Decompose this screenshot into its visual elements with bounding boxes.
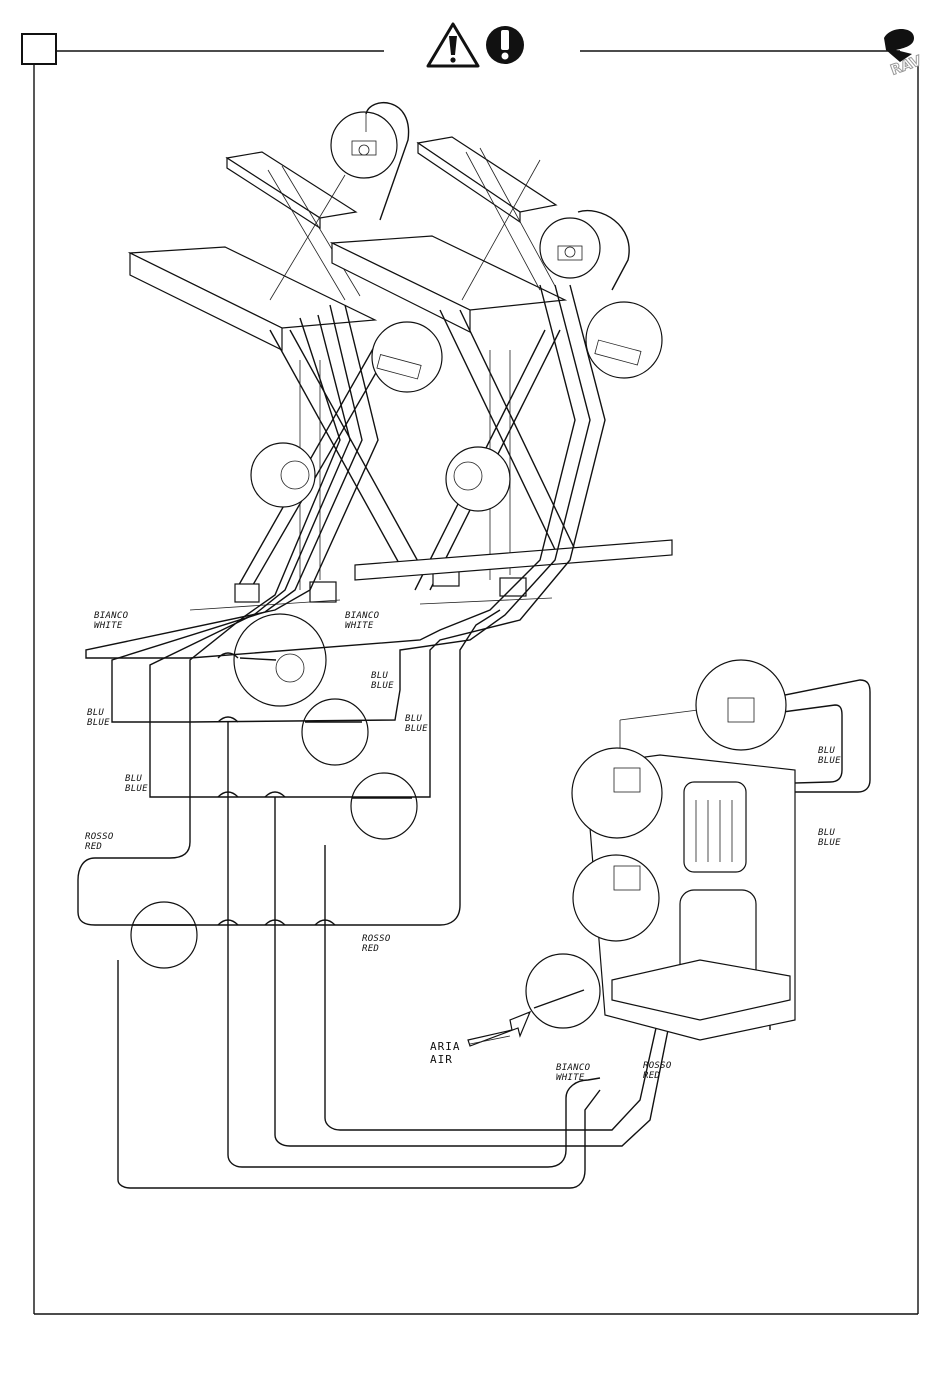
svg-text:BLU: BLU <box>818 828 835 838</box>
svg-text:BLUE: BLUE <box>371 681 394 691</box>
label-rosso-bottom: ROSSO RED <box>362 934 391 954</box>
svg-text:WHITE: WHITE <box>556 1073 585 1083</box>
svg-text:RED: RED <box>362 944 379 954</box>
label-blu-right-1: BLU BLUE <box>818 746 841 766</box>
label-blu-3: BLU BLUE <box>405 714 428 734</box>
label-rosso-left: ROSSO RED <box>85 832 114 852</box>
detail-circle-cylinder-3 <box>251 443 315 507</box>
page-frame <box>22 34 918 1314</box>
detail-circle-air-inlet <box>526 954 600 1028</box>
svg-text:BLUE: BLUE <box>405 724 428 734</box>
label-bianco-top-left: BIANCO WHITE <box>94 611 129 631</box>
svg-text:BIANCO: BIANCO <box>94 611 129 621</box>
label-rosso-unit: ROSSO RED <box>643 1061 672 1081</box>
detail-circle-fitting-4 <box>131 902 197 968</box>
svg-text:ARIA: ARIA <box>430 1040 461 1053</box>
label-blu-4: BLU BLUE <box>125 774 148 794</box>
detail-circle-fitting-2 <box>302 699 368 765</box>
svg-text:WHITE: WHITE <box>94 621 123 631</box>
air-inlet-arrow <box>468 1012 530 1046</box>
exclamation-circle-icon <box>486 26 524 64</box>
label-blu-2: BLU BLUE <box>87 708 110 728</box>
svg-text:ROSSO: ROSSO <box>643 1061 672 1071</box>
svg-text:BLUE: BLUE <box>818 838 841 848</box>
svg-text:ROSSO: ROSSO <box>362 934 391 944</box>
svg-text:BIANCO: BIANCO <box>556 1063 591 1073</box>
svg-text:BIANCO: BIANCO <box>345 611 380 621</box>
svg-text:BLUE: BLUE <box>87 718 110 728</box>
detail-circle-top-right <box>540 218 600 278</box>
label-aria: ARIA AIR <box>430 1040 461 1066</box>
svg-text:RED: RED <box>85 842 102 852</box>
detail-circle-top-left <box>331 112 397 178</box>
svg-text:BLU: BLU <box>818 746 835 756</box>
label-bianco-top-mid: BIANCO WHITE <box>345 611 380 631</box>
svg-text:BLU: BLU <box>87 708 104 718</box>
svg-text:BLU: BLU <box>125 774 142 784</box>
svg-text:RED: RED <box>643 1071 660 1081</box>
label-blu-1: BLU BLUE <box>371 671 394 691</box>
power-unit <box>572 660 795 1040</box>
detail-circle-cylinder-4 <box>446 447 510 511</box>
detail-circle-fitting-3 <box>351 773 417 839</box>
svg-text:BLU: BLU <box>405 714 422 724</box>
svg-text:WHITE: WHITE <box>345 621 374 631</box>
svg-text:ROSSO: ROSSO <box>85 832 114 842</box>
svg-text:BLUE: BLUE <box>125 784 148 794</box>
label-blu-right-2: BLU BLUE <box>818 828 841 848</box>
detail-circle-fitting-1 <box>234 614 326 706</box>
warning-triangle-icon <box>428 24 478 66</box>
scissor-lift-left <box>130 152 420 610</box>
svg-text:BLUE: BLUE <box>818 756 841 766</box>
section-box <box>22 34 56 64</box>
detail-circle-cylinder-2 <box>586 302 662 378</box>
detail-circle-cylinder-1 <box>372 322 442 392</box>
svg-text:BLU: BLU <box>371 671 388 681</box>
svg-text:AIR: AIR <box>430 1053 453 1066</box>
